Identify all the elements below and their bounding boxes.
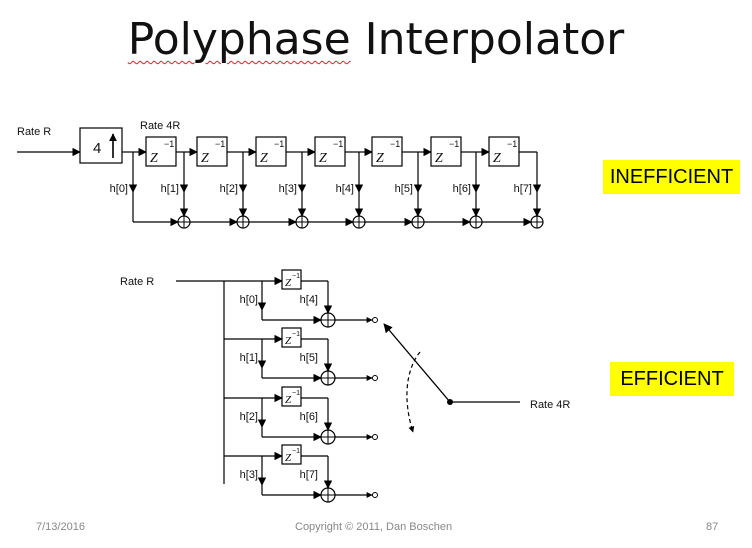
page-title: Polyphase Interpolator (0, 14, 752, 65)
rotation-direction-arrow-icon (406, 351, 421, 433)
delay-box (314, 136, 346, 167)
commutator-contact (372, 434, 378, 440)
adder (411, 215, 425, 229)
footer-copyright: Copyright © 2011, Dan Boschen (295, 521, 453, 533)
delay-z-label: Z (285, 394, 292, 406)
adder (177, 215, 191, 229)
coef-label-h1: h[1] (161, 183, 179, 195)
delay-element: Z −1 (488, 136, 520, 167)
delay-element: Z −1 (145, 136, 177, 167)
delay-box (281, 444, 302, 465)
upsample-factor: 4 (93, 140, 101, 157)
coef-label-h0: h[0] (110, 183, 128, 195)
bottom-input-label: Rate R (120, 276, 154, 288)
polyphase-branch-1: Z−1 h[1] h[5] (224, 327, 378, 386)
delay-box (281, 327, 302, 348)
inefficient-structure: Rate R 4 Rate 4R Z −1Z −1Z −1Z −1Z −1Z −1Z −1 h[0] h… (17, 120, 544, 229)
delay-box (488, 136, 520, 167)
delay-exponent-label: −1 (292, 390, 300, 397)
delay-element: Z −1 (196, 136, 228, 167)
efficient-badge: EFFICIENT (610, 362, 734, 396)
polyphase-branch-2: Z−1 h[2] h[6] (224, 386, 378, 445)
delay-z-label: Z (435, 151, 443, 166)
delay-exponent-label: −1 (292, 331, 300, 338)
delay-exponent-label: −1 (292, 448, 300, 455)
top-input-label: Rate R (17, 126, 51, 138)
delay-element: Z −1 (371, 136, 403, 167)
adder (320, 487, 336, 503)
delay-z-label: Z (150, 151, 158, 166)
footer-page-number: 87 (706, 521, 719, 533)
adder (236, 215, 250, 229)
top-rate-4r-label: Rate 4R (140, 120, 180, 132)
coef-label-right: h[5] (300, 352, 318, 364)
delay-element: Z −1 (430, 136, 462, 167)
delay-z-label: Z (319, 151, 327, 166)
commutator-contact (372, 317, 378, 323)
delay-z-label: Z (260, 151, 268, 166)
coef-label-h2: h[2] (220, 183, 238, 195)
delay-element: Z −1 (255, 136, 287, 167)
coef-label-right: h[7] (300, 469, 318, 481)
delay-exponent-label: −1 (390, 139, 400, 149)
delay-exponent-label: −1 (292, 273, 300, 280)
commutator-switch (383, 323, 520, 433)
adder (469, 215, 483, 229)
delay-box (281, 269, 302, 290)
coef-label-h7: h[7] (514, 183, 532, 195)
inefficient-badge: INEFFICIENT (603, 160, 740, 194)
delay-element: Z−1 (281, 327, 302, 348)
coef-label-left: h[1] (240, 352, 258, 364)
coef-label-h6: h[6] (453, 183, 471, 195)
adder (320, 429, 336, 445)
delay-exponent-label: −1 (507, 139, 517, 149)
delay-exponent-label: −1 (333, 139, 343, 149)
delay-box (145, 136, 177, 167)
coef-label-right: h[4] (300, 294, 318, 306)
coef-label-left: h[3] (240, 469, 258, 481)
coef-label-left: h[2] (240, 411, 258, 423)
polyphase-branch-3: Z−1 h[3] h[7] (224, 444, 378, 503)
adder (295, 215, 309, 229)
delay-element: Z−1 (281, 444, 302, 465)
delay-z-label: Z (285, 452, 292, 464)
coef-label-h5: h[5] (395, 183, 413, 195)
polyphase-branch-0: Z−1 h[0] h[4] (224, 269, 378, 328)
adder (530, 215, 544, 229)
title-word-polyphase: Polyphase (127, 14, 351, 65)
coef-label-right: h[6] (300, 411, 318, 423)
title-word-interpolator: Interpolator (350, 14, 625, 65)
delay-exponent-label: −1 (164, 139, 174, 149)
upsampler-box: 4 (79, 127, 123, 164)
coef-label-h3: h[3] (279, 183, 297, 195)
delay-exponent-label: −1 (215, 139, 225, 149)
delay-z-label: Z (493, 151, 501, 166)
delay-exponent-label: −1 (274, 139, 284, 149)
delay-exponent-label: −1 (449, 139, 459, 149)
delay-z-label: Z (285, 277, 292, 289)
delay-element: Z −1 (314, 136, 346, 167)
delay-box (281, 386, 302, 407)
delay-element: Z−1 (281, 386, 302, 407)
commutator-arm (383, 323, 451, 403)
footer-date: 7/13/2016 (36, 521, 85, 533)
coef-label-h4: h[4] (336, 183, 354, 195)
adder (320, 312, 336, 328)
delay-z-label: Z (201, 151, 209, 166)
commutator-contact (372, 375, 378, 381)
commutator-contact (372, 492, 378, 498)
delay-element: Z−1 (281, 269, 302, 290)
bottom-output-label: Rate 4R (530, 399, 570, 411)
adder (352, 215, 366, 229)
delay-z-label: Z (285, 335, 292, 347)
adder (320, 370, 336, 386)
delay-z-label: Z (376, 151, 384, 166)
delay-box (196, 136, 228, 167)
coef-label-left: h[0] (240, 294, 258, 306)
